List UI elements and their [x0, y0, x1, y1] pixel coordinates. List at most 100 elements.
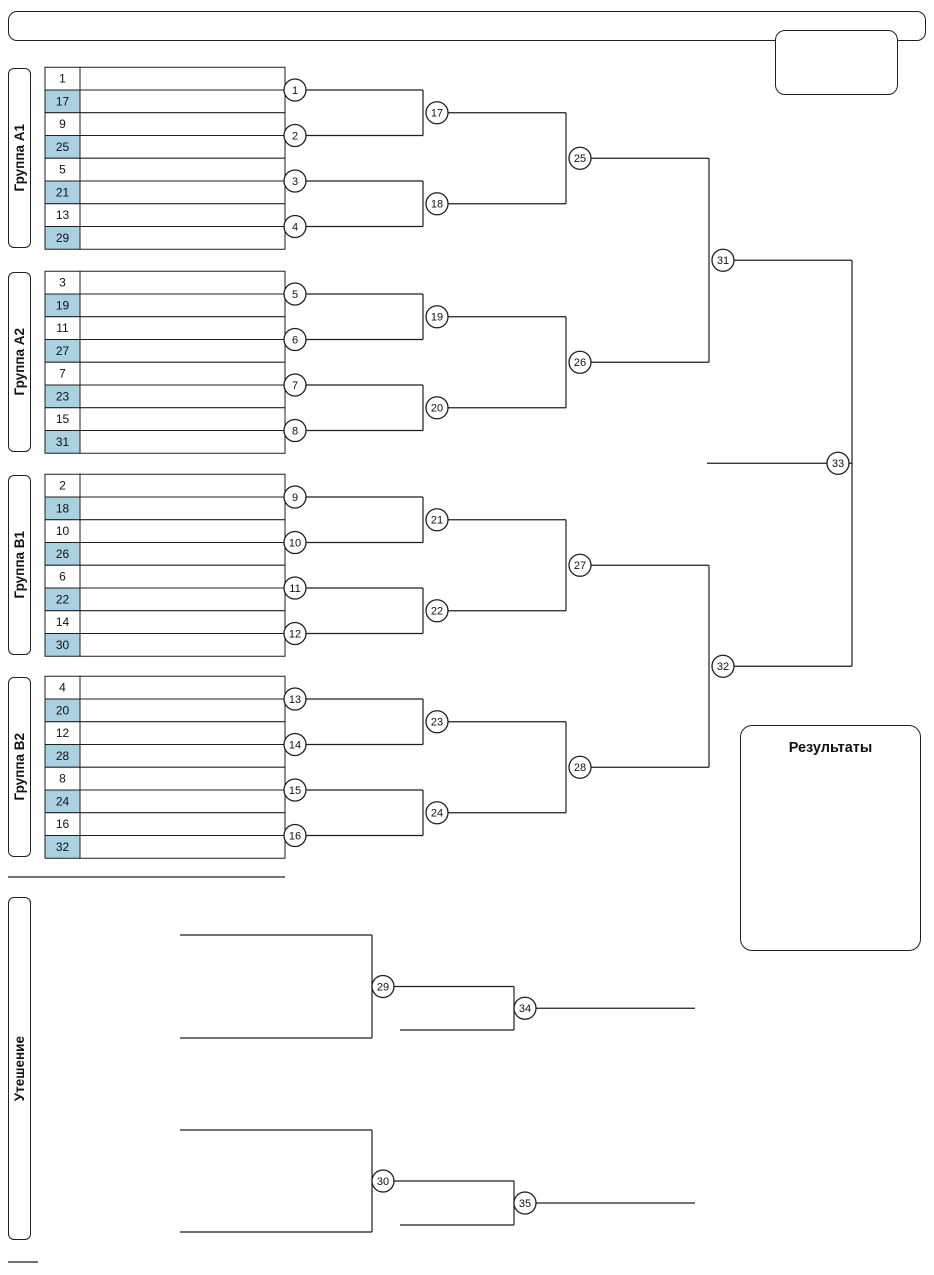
match-number: 17 — [431, 108, 443, 120]
player-name-cell — [79, 542, 286, 566]
seed-number: 31 — [56, 435, 70, 449]
player-name-cell — [79, 89, 286, 114]
title-field — [8, 11, 926, 41]
match-number: 33 — [832, 458, 844, 470]
player-name-cell — [79, 812, 286, 836]
match-circle-shape — [425, 801, 449, 825]
match-circle-shape — [425, 192, 449, 216]
group-label-a1-text: Группа А1 — [12, 124, 27, 192]
match-number: 21 — [431, 515, 443, 527]
player-name-cell — [79, 835, 286, 859]
seed-number: 13 — [56, 208, 70, 222]
match-circle-17: 17 — [425, 101, 449, 125]
results-box: Результаты — [740, 725, 921, 951]
player-name-cell — [79, 339, 286, 363]
consolation-label-text: Утешение — [12, 1035, 27, 1102]
player-name-cell — [79, 157, 286, 182]
match-circle-32: 32 — [711, 654, 735, 678]
seed-number: 4 — [59, 681, 66, 695]
match-circle-shape — [513, 1191, 537, 1215]
match-number: 27 — [574, 560, 586, 572]
seed-number: 10 — [56, 524, 70, 538]
match-circle-5: 5 — [283, 282, 307, 306]
player-name-cell — [79, 519, 286, 543]
player-name-cell — [79, 633, 286, 657]
match-number: 9 — [292, 492, 298, 504]
match-circle-shape — [283, 485, 307, 509]
match-number: 22 — [431, 606, 443, 618]
player-name-cell — [79, 587, 286, 612]
seed-number: 29 — [56, 231, 70, 245]
consolation-label: Утешение — [8, 897, 31, 1240]
match-number: 34 — [519, 1003, 531, 1015]
match-circle-shape — [568, 146, 592, 170]
seed-number: 22 — [56, 592, 70, 606]
player-name-cell — [79, 361, 286, 386]
match-circle-shape — [371, 1169, 395, 1193]
match-circle-shape — [283, 530, 307, 555]
seed-number: 30 — [56, 638, 70, 652]
group-label-a2: Группа А2 — [8, 272, 31, 452]
match-circle-shape — [283, 373, 307, 397]
match-circle-shape — [283, 78, 307, 102]
seed-number: 16 — [56, 817, 70, 831]
group-label-a1: Группа А1 — [8, 68, 31, 248]
match-number: 16 — [289, 830, 301, 842]
corner-field — [775, 30, 898, 95]
player-name-cell — [79, 316, 286, 340]
player-name-cell — [79, 384, 286, 409]
match-circle-shape — [425, 508, 449, 532]
match-number: 26 — [574, 357, 586, 369]
match-circle-33: 33 — [826, 451, 850, 475]
player-name-cell — [79, 698, 286, 723]
match-number: 8 — [292, 425, 298, 437]
seed-number: 26 — [56, 547, 70, 561]
match-circle-shape — [425, 396, 449, 420]
match-number: 35 — [519, 1198, 531, 1210]
match-circle-shape — [711, 654, 735, 678]
match-circle-shape — [371, 974, 395, 999]
player-name-cell — [79, 766, 286, 791]
match-circle-shape — [283, 823, 307, 848]
match-circle-10: 10 — [283, 530, 307, 555]
match-circle-shape — [425, 710, 449, 734]
match-number: 20 — [431, 403, 443, 415]
match-circle-shape — [283, 621, 307, 646]
seed-number: 28 — [56, 749, 70, 763]
match-circle-15: 15 — [283, 778, 307, 802]
match-circle-18: 18 — [425, 192, 449, 216]
seed-number: 32 — [56, 840, 70, 854]
match-number: 18 — [431, 199, 443, 211]
match-circle-shape — [283, 282, 307, 306]
match-number: 12 — [289, 628, 301, 640]
seed-number: 24 — [56, 794, 70, 808]
seed-number: 6 — [59, 570, 66, 584]
match-number: 25 — [574, 153, 586, 165]
seed-number: 18 — [56, 501, 70, 515]
match-number: 32 — [717, 661, 729, 673]
seed-number: 2 — [59, 479, 66, 493]
player-name-cell — [79, 407, 286, 431]
match-circle-shape — [283, 418, 307, 443]
match-circle-shape — [513, 996, 537, 1020]
match-circle-27: 27 — [568, 553, 592, 577]
player-name-cell — [79, 789, 286, 814]
match-circle-28: 28 — [568, 755, 592, 779]
seed-number: 3 — [59, 276, 66, 290]
match-circle-shape — [425, 599, 449, 623]
player-name-cell — [79, 610, 286, 634]
seed-number: 1 — [59, 72, 66, 86]
match-circle-8: 8 — [283, 418, 307, 443]
match-circle-shape — [711, 248, 735, 272]
match-circle-16: 16 — [283, 823, 307, 848]
match-number: 1 — [292, 85, 298, 97]
player-name-cell — [79, 270, 286, 295]
match-circle-21: 21 — [425, 508, 449, 532]
player-name-cell — [79, 564, 286, 589]
match-number: 24 — [431, 808, 443, 820]
match-circle-29: 29 — [371, 974, 395, 999]
match-number: 7 — [292, 380, 298, 392]
match-circle-shape — [283, 123, 307, 148]
